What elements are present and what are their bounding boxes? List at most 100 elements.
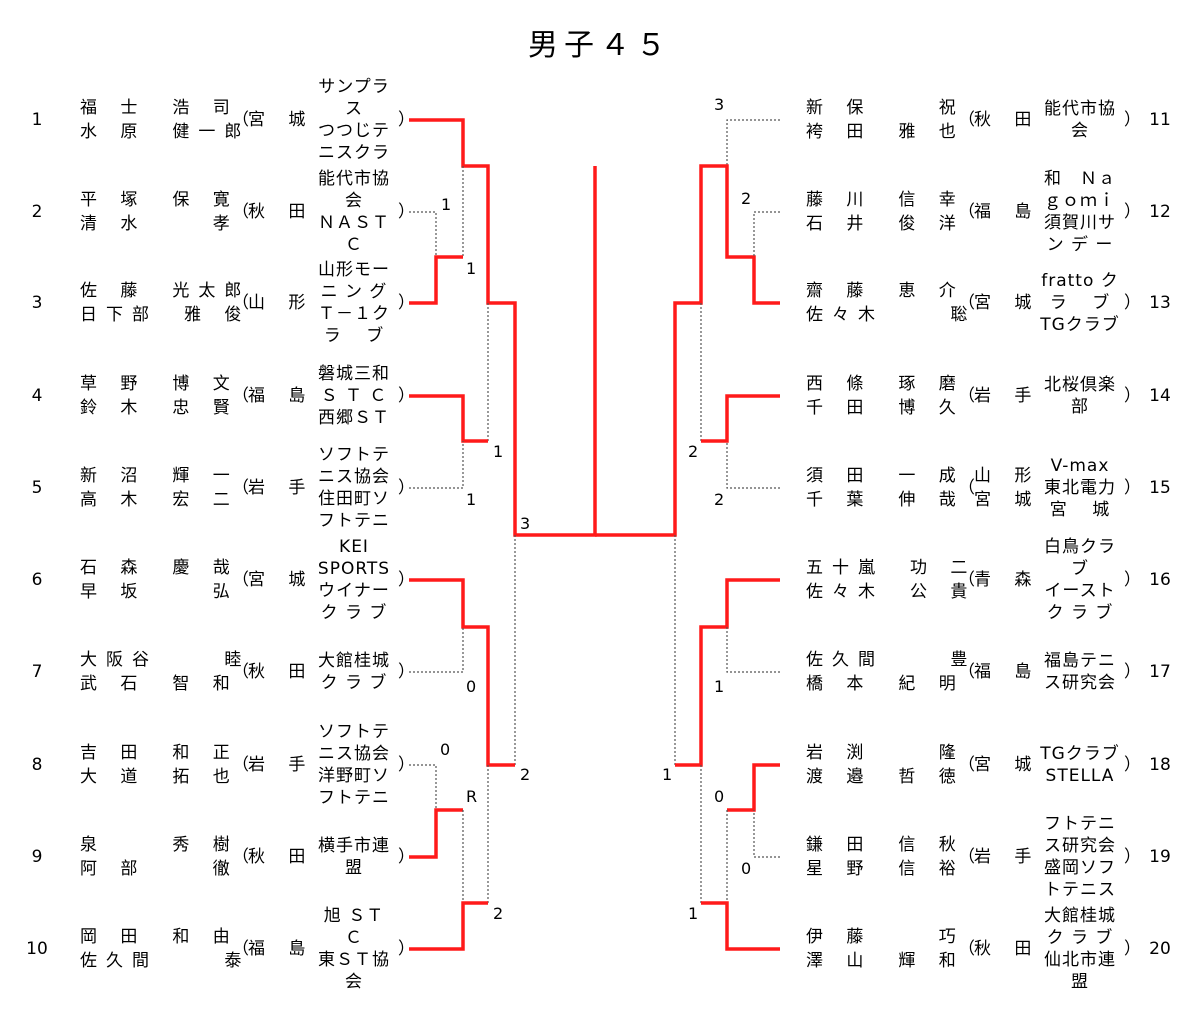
player-name: 大 道 拓 也 — [80, 767, 239, 787]
paren-open: （ — [232, 202, 249, 222]
player-name: 佐久間 泰 — [80, 951, 251, 971]
entry-number: 16 — [1149, 570, 1171, 590]
paren-open: （ — [232, 293, 249, 313]
club-name: フトテニ — [318, 788, 390, 808]
paren-close: ） — [398, 570, 415, 590]
player-name: 泉 秀 樹 — [80, 835, 239, 855]
player-name: 西 條 琢 磨 — [806, 374, 965, 394]
prefecture: 岩 手 — [248, 478, 315, 498]
match-score: 0 — [714, 787, 725, 806]
prefecture: 秋 田 — [248, 202, 315, 222]
paren-close: ） — [398, 755, 415, 775]
paren-open: （ — [958, 570, 975, 590]
player-name: 鈴 木 忠 賢 — [80, 398, 239, 418]
match-score: 0 — [440, 740, 451, 759]
club-name: ブ — [1071, 559, 1089, 579]
entry-number: 11 — [1149, 110, 1171, 130]
prefecture: 山 形 — [248, 293, 315, 313]
club-name: トテニス — [1044, 880, 1116, 900]
paren-close: ） — [398, 386, 415, 406]
player-name: 清 水 孝 — [80, 214, 239, 234]
club-name: Ｃ — [345, 928, 363, 948]
match-score: 1 — [493, 442, 504, 461]
player-name: 藤 川 信 幸 — [806, 190, 965, 210]
club-name: STELLA — [1045, 766, 1115, 786]
prefecture: 秋 田 — [248, 847, 315, 867]
player-name: 齋 藤 恵 介 — [806, 281, 965, 301]
club-name: 能代市協 — [318, 169, 390, 189]
prefecture: 福 島 — [248, 386, 315, 406]
win-line — [595, 164, 780, 537]
club-name: つつじテ — [318, 121, 390, 141]
match-score: 2 — [714, 490, 725, 509]
entry-number: 3 — [31, 293, 43, 313]
match-score: 2 — [493, 904, 504, 923]
club-name: Ｔ－１ク — [318, 304, 390, 324]
match-score: 1 — [466, 490, 477, 509]
paren-open: （ — [232, 662, 249, 682]
right-bracket — [595, 119, 780, 951]
club-name: ｇｏｍｉ — [1044, 191, 1116, 211]
club-name: ソフトテ — [318, 445, 390, 465]
club-name: 宮 城 — [1049, 500, 1111, 520]
win-line — [727, 763, 780, 812]
match-score: R — [466, 787, 478, 806]
prefecture: 岩 手 — [974, 847, 1041, 867]
paren-close: ） — [398, 662, 415, 682]
player-name: 佐 藤 光太郎 — [80, 281, 251, 301]
paren-open: （ — [232, 570, 249, 590]
player-name: 星 野 信 裕 — [806, 859, 965, 879]
club-name: 東ＳＴ協 — [318, 950, 390, 970]
player-name: 石 森 慶 哉 — [80, 558, 239, 578]
win-line — [409, 255, 463, 305]
player-name: 佐々木 公 貴 — [806, 582, 977, 602]
player-name: 早 坂 弘 — [80, 582, 239, 602]
entry-number: 18 — [1149, 755, 1171, 775]
paren-open: （ — [232, 939, 249, 959]
club-name: ニス協会 — [318, 744, 390, 764]
prefecture: 福 島 — [974, 662, 1041, 682]
prefecture: 宮 城 — [974, 293, 1041, 313]
player-name: 澤 山 輝 和 — [806, 951, 965, 971]
entry-number: 6 — [31, 570, 43, 590]
club-name: ニスクラ — [318, 143, 390, 163]
club-name: ン デ ー — [1046, 235, 1114, 255]
match-score: 2 — [741, 189, 752, 208]
club-name: フトテニ — [318, 511, 390, 531]
club-name: 会 — [1071, 121, 1089, 141]
club-name: 旭 ＳＴ — [323, 906, 385, 926]
club-name: ス — [345, 99, 363, 119]
player-name: 新 保 祝 — [806, 98, 965, 118]
prefecture: 秋 田 — [974, 939, 1041, 959]
club-name: 部 — [1071, 397, 1089, 417]
club-name: fratto ク — [1041, 271, 1119, 291]
entry-number: 1 — [31, 110, 43, 130]
win-line — [409, 394, 488, 443]
lose-line — [726, 119, 780, 166]
player-name: 吉 田 和 正 — [80, 743, 239, 763]
player-name: 岡 田 和 由 — [80, 927, 239, 947]
paren-close: ） — [1124, 386, 1141, 406]
paren-close: ） — [1124, 110, 1141, 130]
club-name: Ｓ Ｔ Ｃ — [320, 386, 388, 406]
player-name: 福 士 浩 司 — [80, 98, 239, 118]
player-name: 阿 部 徹 — [80, 859, 239, 879]
win-line — [701, 901, 780, 951]
entry-number: 12 — [1149, 202, 1171, 222]
entry-number: 17 — [1149, 662, 1171, 682]
paren-open: （ — [958, 293, 975, 313]
player-name: 袴 田 雅 也 — [806, 122, 965, 142]
paren-close: ） — [398, 478, 415, 498]
club-name: イースト — [1044, 581, 1116, 601]
prefecture: 青 森 — [974, 570, 1041, 590]
prefecture: 宮 城 — [248, 110, 315, 130]
win-line — [409, 578, 515, 767]
paren-close: ） — [1124, 570, 1141, 590]
club-name: 大館桂城 — [318, 651, 390, 671]
club-name: 洋野町ソ — [318, 766, 390, 786]
club-name: ク ラ ブ — [1046, 928, 1114, 948]
entry-number: 15 — [1149, 478, 1171, 498]
club-name: ＮＡＳＴ — [318, 213, 390, 233]
match-score: 1 — [466, 259, 477, 278]
